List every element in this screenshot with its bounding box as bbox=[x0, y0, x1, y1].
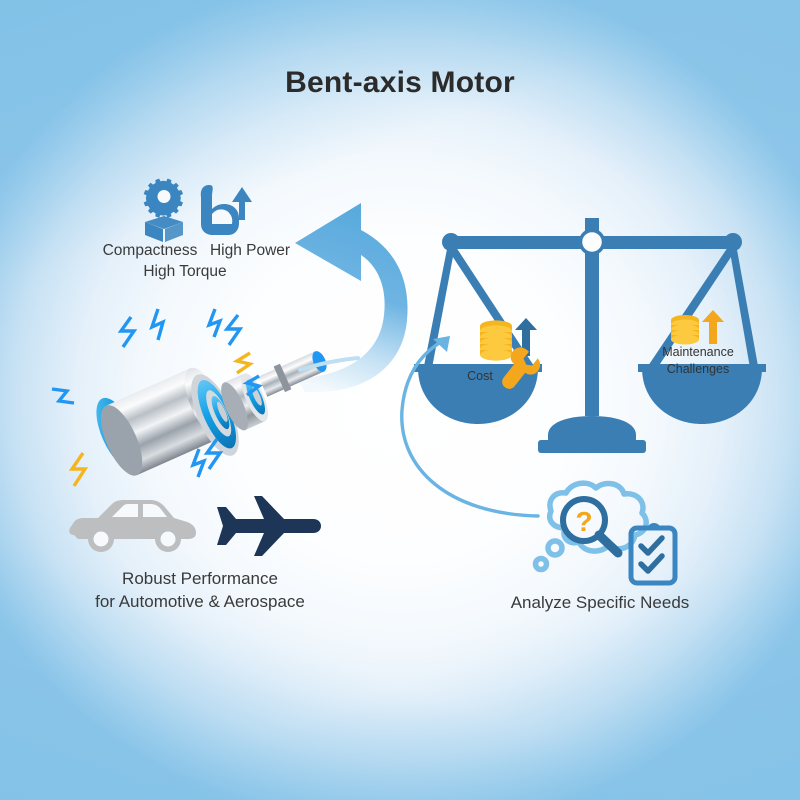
airplane-icon bbox=[212, 493, 322, 559]
thought-bubble-icon bbox=[525, 478, 675, 588]
balance-scale-icon bbox=[414, 218, 766, 468]
checklist-clipboard-icon bbox=[628, 523, 680, 586]
magnifier-question-icon: ? bbox=[556, 493, 626, 559]
feature-label-high-power: High Power bbox=[209, 242, 291, 259]
shaft-connector-line bbox=[298, 352, 360, 376]
curved-arrow-to-scale bbox=[388, 318, 558, 528]
up-arrow-icon bbox=[702, 310, 724, 344]
scale-right-label: Maintenance Challenges bbox=[662, 345, 734, 376]
feature-label-compactness: Compactness bbox=[102, 242, 198, 259]
svg-text:?: ? bbox=[575, 506, 592, 537]
flexed-bicep-icon bbox=[198, 178, 253, 238]
applications-caption: Robust Performance for Automotive & Aero… bbox=[95, 569, 305, 611]
bent-axis-motor-illustration bbox=[51, 295, 327, 500]
maintenance-icon-group bbox=[668, 310, 730, 358]
up-arrow-icon bbox=[515, 318, 537, 356]
analysis-caption: Analyze Specific Needs bbox=[510, 593, 690, 612]
gear-box-icon bbox=[133, 176, 195, 242]
feature-label-high-torque: High Torque bbox=[143, 263, 227, 280]
wrench-icon bbox=[502, 347, 541, 389]
curved-arrow-to-motor bbox=[266, 484, 536, 534]
page-title: Bent-axis Motor bbox=[285, 66, 515, 99]
cost-icon-group bbox=[476, 318, 562, 389]
big-curved-arrow bbox=[275, 185, 465, 400]
car-icon bbox=[68, 495, 198, 557]
scale-left-label: Cost bbox=[467, 369, 493, 383]
